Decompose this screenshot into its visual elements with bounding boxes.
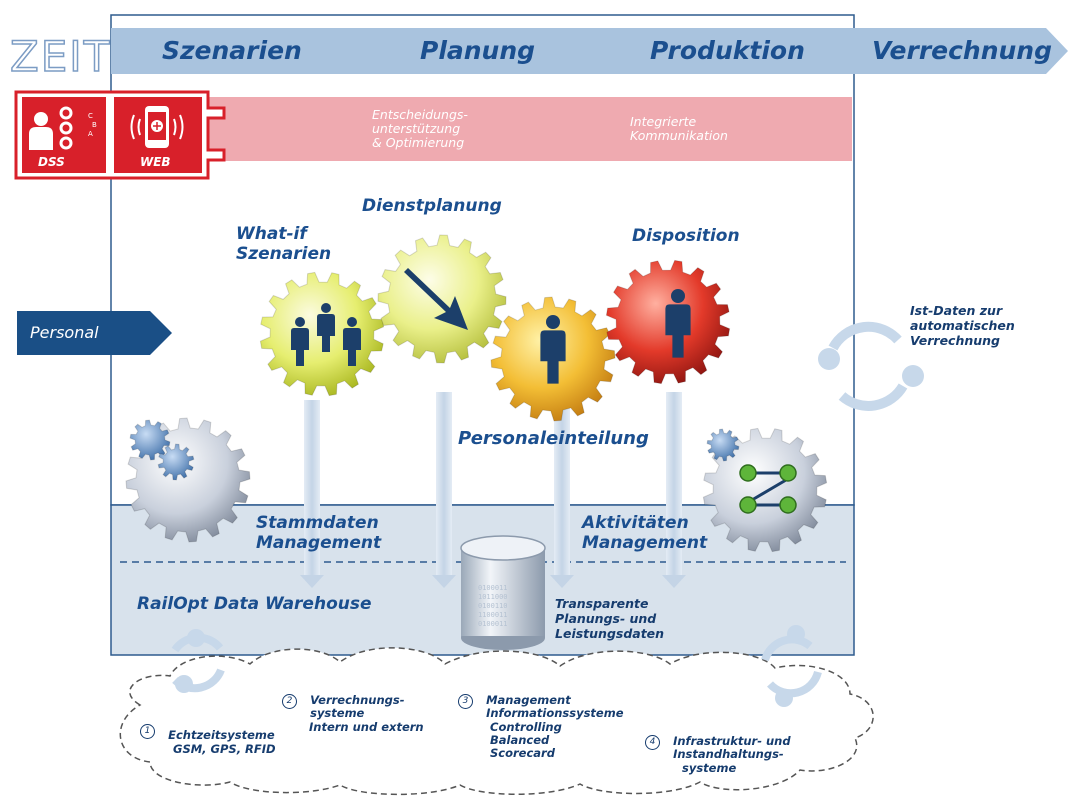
aktivitaeten-gear — [702, 427, 828, 553]
person-icon-1 — [291, 317, 309, 366]
dienstplanung-gear — [377, 234, 507, 364]
diagonal-arrow-icon — [404, 268, 468, 330]
phase-planung: Planung — [420, 36, 536, 65]
ist-daten-label: Ist-Daten zur automatischen Verrechnung — [910, 303, 1015, 348]
disposition-title: Disposition — [632, 226, 740, 246]
person-icon-2 — [317, 303, 335, 352]
cycle-arrows-icon — [818, 321, 924, 411]
phase-szenarien: Szenarien — [162, 36, 302, 65]
stammdaten-small-gear-1 — [129, 419, 171, 461]
banner-kommunikation: Integrierte Kommunikation — [630, 114, 728, 143]
num-circle-4: 4 — [645, 735, 660, 750]
web-label: WEB — [140, 155, 171, 169]
cloud-item-2: 2 Verrechnungs- systeme Intern und exter… — [282, 694, 424, 734]
timeline-arrow — [111, 28, 1068, 74]
data-pipes — [300, 392, 686, 588]
aktivitaeten-small-gear — [706, 428, 740, 462]
dispatcher-icon — [665, 289, 691, 358]
num-circle-1: 1 — [140, 724, 155, 739]
stammdaten-title: Stammdaten Management — [256, 513, 382, 553]
phase-produktion: Produktion — [650, 36, 805, 65]
db-binary: 0100011 1011000 0100110 1100011 0100011 — [478, 584, 508, 628]
personal-label: Personal — [30, 323, 99, 342]
cloud-item-1: 1 Echtzeitsysteme GSM, GPS, RFID — [140, 724, 276, 756]
aktivitaeten-title: Aktivitäten Management — [582, 513, 708, 553]
dss-label: DSS — [38, 155, 65, 169]
cloud-item-4: 4 Infrastruktur- und Instandhaltungs- sy… — [645, 735, 791, 775]
pink-banner — [208, 97, 852, 161]
num-circle-2: 2 — [282, 694, 297, 709]
person-icon-4 — [540, 315, 566, 384]
banner-entscheidung: Entscheidungs- unterstützung & Optimieru… — [372, 107, 468, 150]
what-if-title: What-if Szenarien — [236, 224, 332, 264]
zeit-label: ZEIT — [9, 31, 112, 82]
dss-person-icon — [29, 112, 53, 150]
personal-arrow — [17, 311, 172, 355]
personaleinteilung-title: Personaleinteilung — [458, 428, 649, 449]
abc-letters: C B A — [88, 112, 97, 138]
dienstplanung-title: Dienstplanung — [362, 196, 502, 216]
person-icon-3 — [343, 317, 361, 366]
stammdaten-small-gear-2 — [157, 443, 195, 481]
database-icon — [460, 535, 546, 650]
module-box — [14, 90, 226, 180]
systems-cloud — [119, 647, 874, 796]
dss-gears-icon — [59, 106, 73, 150]
network-nodes-icon — [739, 464, 797, 514]
warehouse-title: RailOpt Data Warehouse — [137, 594, 372, 614]
cycle-right-icon — [761, 625, 822, 707]
cycle-left-icon — [171, 629, 225, 693]
cloud-item-3: 3 Management Informationssysteme Control… — [458, 694, 624, 760]
smartphone-icon — [130, 106, 184, 148]
transparente-label: Transparente Planungs- und Leistungsdate… — [555, 596, 665, 641]
num-circle-3: 3 — [458, 694, 473, 709]
phase-verrechnung: Verrechnung — [872, 36, 1053, 65]
